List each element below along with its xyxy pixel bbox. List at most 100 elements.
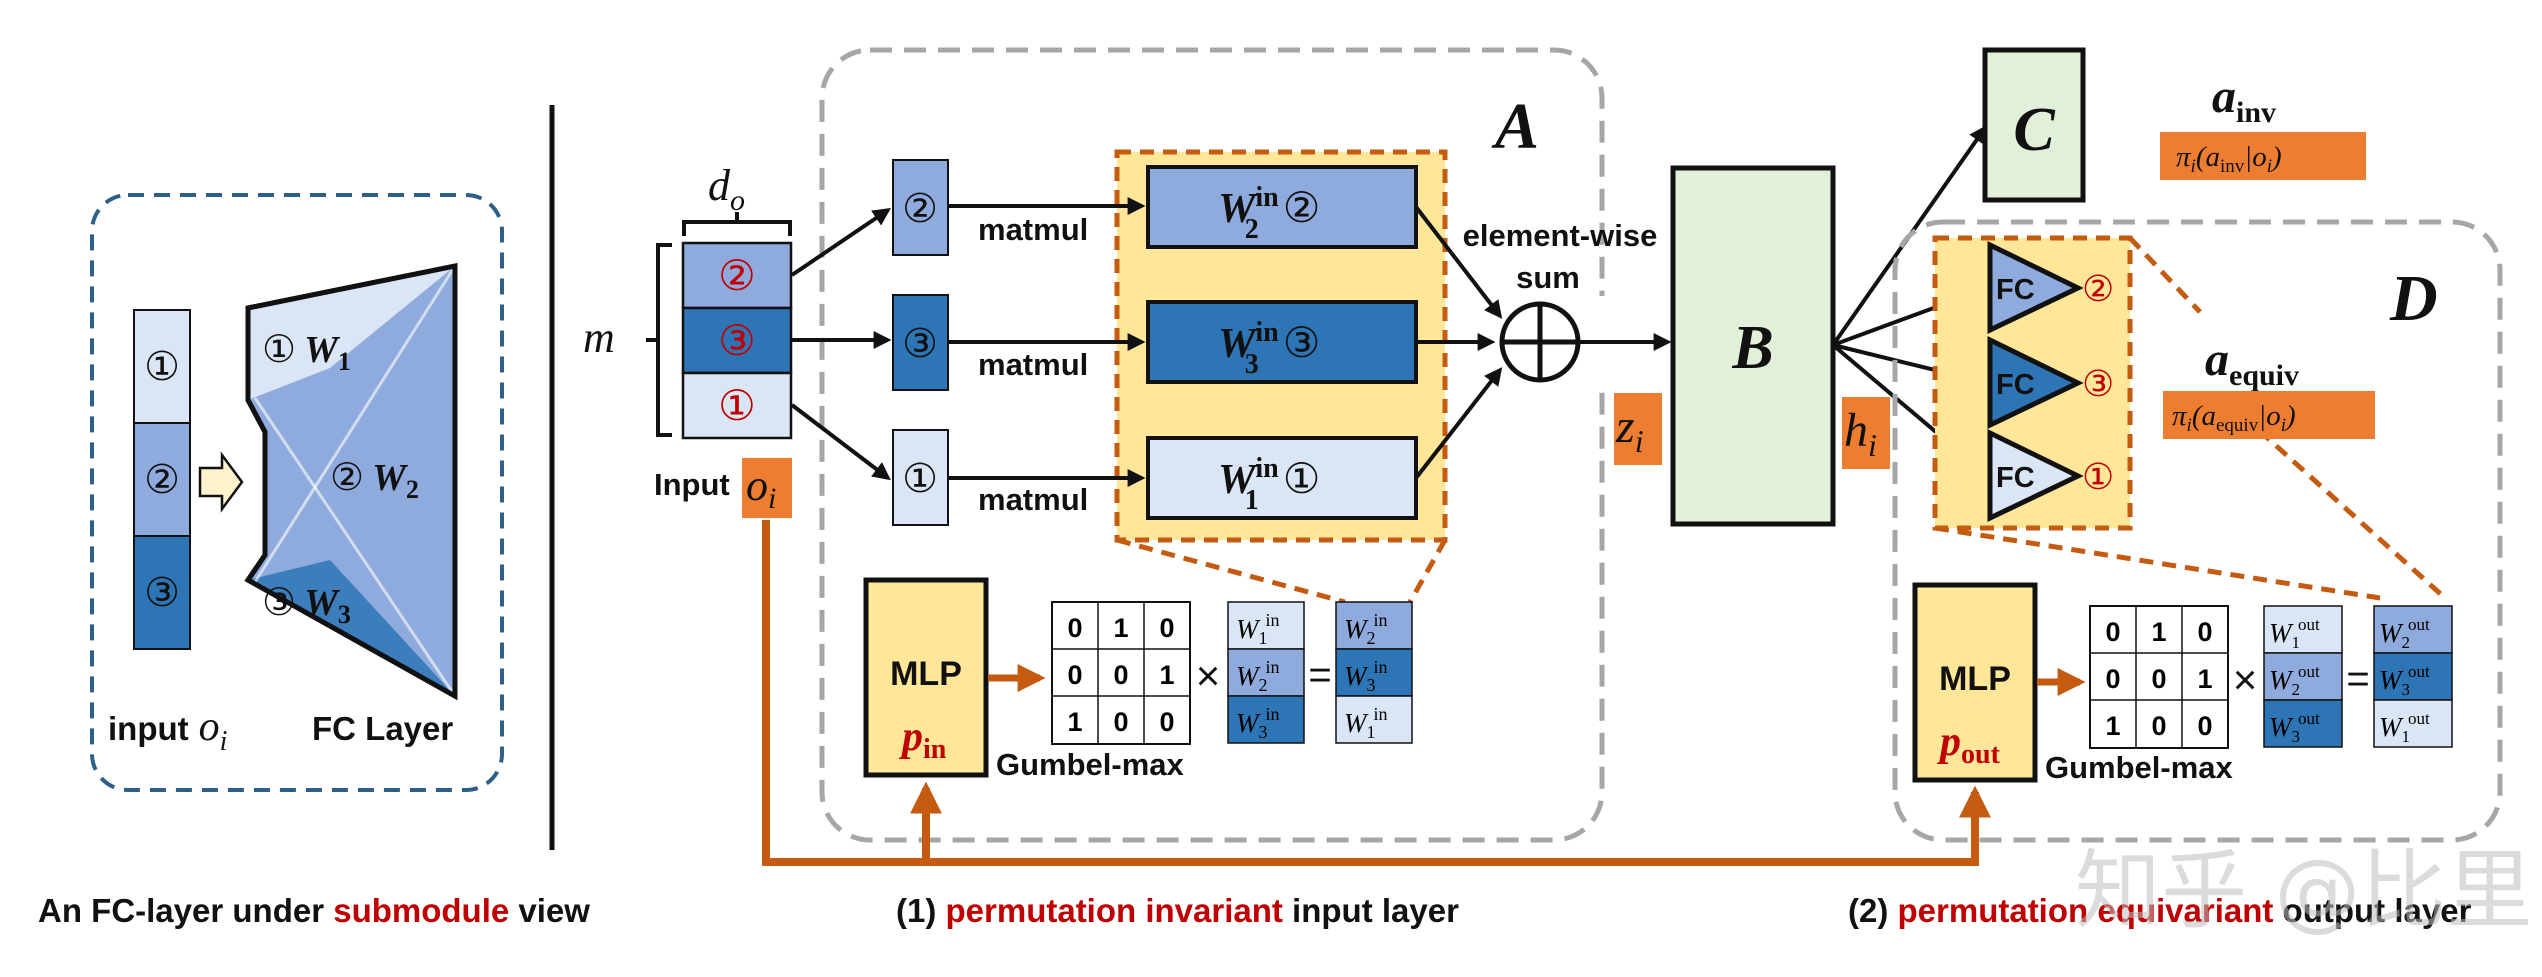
equals-a: = [1308, 653, 1331, 697]
mlp-in-label: MLP [890, 655, 962, 693]
left-input-slot-3-label: ③ [144, 570, 180, 616]
a-equiv-policy-badge [2163, 391, 2375, 439]
caption-left: An FC-layer under submodule view [38, 892, 590, 929]
input-var-badge [742, 458, 792, 518]
left-input-slot-3 [133, 535, 191, 650]
module-d: D FC FC FC ② ③ ① aequiv πi(aequiv|oi) ML… [1892, 219, 2503, 843]
arrow-w2-to-sum [1414, 205, 1503, 319]
module-d-letter: D [2389, 262, 2438, 335]
perm-d-cell: 1 [2151, 617, 2166, 647]
gumbel-in-label: Gumbel-max [996, 747, 1185, 782]
module-c-letter: C [2013, 96, 2055, 164]
perm-d-cell: 0 [2105, 617, 2120, 647]
perm-d-cell: 1 [2197, 664, 2212, 694]
perm-a-cell: 0 [1067, 660, 1082, 690]
w-out-a-3: W1in [1344, 704, 1388, 742]
w-out-column-d: W2out W3out W1out [2373, 605, 2453, 748]
perm-d-cell: 0 [2197, 617, 2212, 647]
element-wise-sum-icon [1499, 301, 1581, 383]
w-in-a-1: W1in [1236, 610, 1280, 648]
perm-d-cell: 1 [2105, 711, 2120, 741]
module-a-dashed-border [819, 47, 1605, 843]
w-in-d-2: W2out [2269, 662, 2320, 699]
a-inv-label: ainv [2212, 70, 2276, 129]
input-dim-label: do [708, 161, 745, 217]
w-out-a-1: W2in [1344, 610, 1388, 648]
input-row-2-label: ③ [718, 316, 756, 365]
perm-a-cell: 0 [1159, 613, 1174, 643]
perm-a-cell: 0 [1113, 660, 1128, 690]
arrow-input-to-slot-1 [790, 207, 891, 277]
input-var-label: oi [746, 461, 776, 515]
h-badge [1842, 397, 1890, 469]
fc-head-1 [1987, 240, 2084, 334]
left-input-slot-1 [133, 309, 191, 424]
mlp-in-box [863, 577, 989, 778]
input-m-label: m [583, 313, 615, 362]
a-inv-policy-badge [2160, 132, 2366, 180]
w-in-column-d: W1out W2out W3out [2263, 605, 2343, 748]
observation-feed-line [762, 520, 1991, 866]
w-out-d-2: W3out [2379, 662, 2430, 699]
matmul-label-3: matmul [978, 482, 1088, 517]
slot-1-label: ② [902, 186, 938, 232]
w-out-column-a: W2in W3in W1in [1335, 601, 1413, 744]
fc-head-3 [1987, 428, 2084, 522]
fc-head-2 [1987, 335, 2084, 429]
h-label: hi [1844, 404, 1877, 463]
input-row-1-label: ② [718, 251, 756, 300]
module-b-box [1670, 165, 1836, 527]
w-in-column-a: W1in W2in W3in [1227, 601, 1305, 744]
zoom-line-a-right [1407, 538, 1448, 604]
zoom-line-d-left [1934, 525, 2381, 601]
perm-a-cell: 1 [1113, 613, 1128, 643]
mlp-in-p: pin [899, 714, 947, 765]
w-in-d-3: W3out [2269, 709, 2320, 746]
module-a-letter: A [1491, 90, 1539, 163]
slot-1 [892, 159, 949, 256]
a-equiv-policy: πi(aequiv|oi) [2172, 400, 2296, 436]
module-d-dashed-border [1892, 219, 2503, 843]
a-inv-policy: πi(ainv|oi) [2176, 141, 2282, 177]
sum-label-line2: sum [1516, 260, 1580, 295]
input-top-brace [682, 212, 792, 236]
perm-matrix-a: 0 1 0 0 0 1 1 0 0 [1051, 601, 1191, 745]
input-left-brace [646, 243, 672, 437]
zoom-line-d-top [2128, 236, 2202, 314]
w-in-a-2: W2in [1236, 657, 1280, 695]
fc-cross-line-2 [253, 265, 457, 583]
arrow-w1-to-sum [1414, 367, 1503, 480]
perm-d-cell: 0 [2151, 664, 2166, 694]
left-input-slot-2-label: ② [144, 457, 180, 503]
w-in-d-1: W1out [2269, 615, 2320, 652]
input-label: Input [654, 467, 730, 502]
fc-head-1-label: FC [1996, 274, 2035, 306]
perm-matrix-d: 0 1 0 0 0 1 1 0 0 [2089, 605, 2229, 749]
w-out-a-2: W3in [1344, 657, 1388, 695]
matmul-label-2: matmul [978, 347, 1088, 382]
perm-a-cell: 1 [1067, 707, 1082, 737]
zoom-line-a-left [1116, 537, 1346, 605]
slot-3-label: ① [902, 456, 938, 502]
left-panel-dashed-border [90, 193, 504, 792]
fc-out-1: ② [2082, 269, 2114, 310]
caption-middle: (1) permutation invariant input layer [896, 892, 1459, 929]
perm-d-cell: 0 [2105, 664, 2120, 694]
perm-d-cell: 0 [2197, 711, 2212, 741]
z-badge [1614, 393, 1662, 465]
slot-2-label: ③ [902, 321, 938, 367]
left-input-slot-1-label: ① [144, 344, 180, 390]
equals-d: = [2346, 657, 2369, 701]
matmul-label-1: matmul [978, 212, 1088, 247]
mlp-out-label: MLP [1939, 660, 2011, 698]
sum-label-line1: element-wise [1463, 218, 1658, 253]
left-input-slot-2 [133, 422, 191, 537]
fc-layer-bottom [248, 560, 455, 696]
